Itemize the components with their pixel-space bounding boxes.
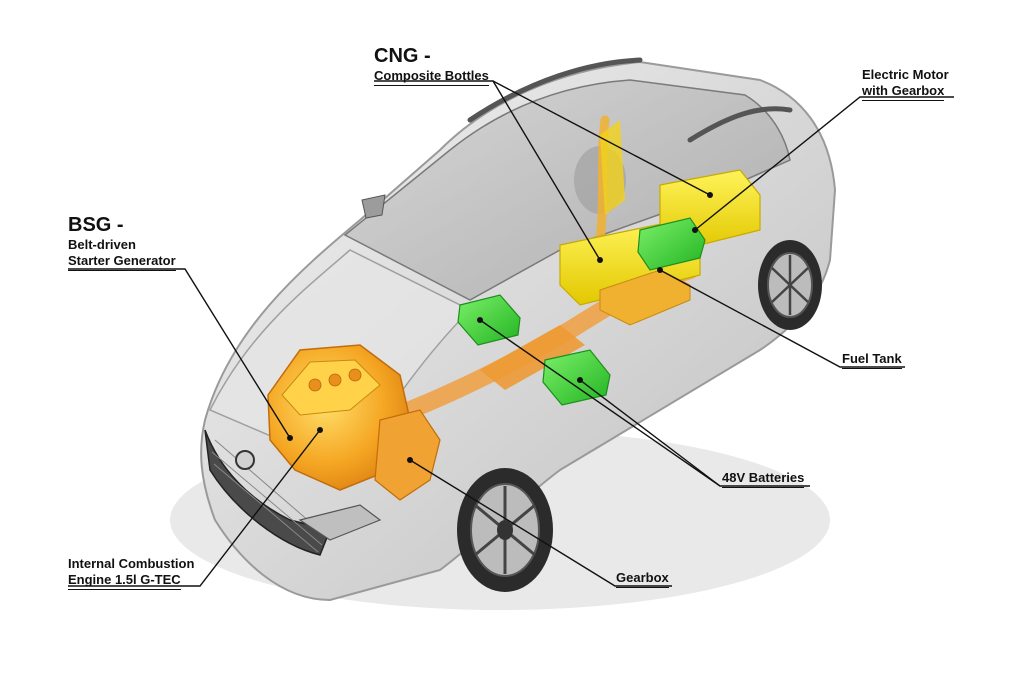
leader-dots	[287, 192, 713, 463]
label-electric-motor-line1: Electric Motor	[862, 67, 949, 82]
brand-badge	[235, 450, 255, 470]
front-wheel	[457, 468, 553, 592]
label-ice-line2: Engine 1.5l G-TEC	[68, 572, 181, 590]
leader-cng-2	[492, 80, 711, 196]
side-mirror	[361, 194, 386, 219]
label-batteries: 48V Batteries	[722, 470, 805, 488]
exhaust-muffler	[480, 325, 585, 390]
label-electric-motor-line2: with Gearbox	[862, 83, 945, 101]
battery-front	[457, 294, 521, 346]
leader-fuel-tank	[659, 269, 905, 368]
label-ice: Internal Combustion Engine 1.5l G-TEC	[68, 556, 194, 590]
label-batteries-line1: 48V Batteries	[722, 470, 805, 488]
leader-lines	[68, 80, 954, 587]
label-cng: CNG - Composite Bottles	[374, 44, 489, 86]
roof-rail-rear	[687, 106, 793, 143]
headlight	[298, 504, 382, 541]
label-cng-line1: Composite Bottles	[374, 68, 489, 86]
front-grille	[204, 429, 332, 556]
battery-rear	[542, 349, 611, 406]
leader-gearbox	[409, 459, 672, 587]
label-ice-line1: Internal Combustion	[68, 556, 195, 571]
rear-wheel	[758, 240, 822, 330]
label-electric-motor: Electric Motor with Gearbox	[862, 67, 949, 101]
combustion-engine-shape	[267, 344, 411, 491]
electric-motor-shape	[637, 217, 706, 271]
label-bsg: BSG - Belt-driven Starter Generator	[68, 213, 176, 271]
leader-batteries-2	[579, 379, 721, 487]
leader-ice	[68, 429, 321, 587]
label-fuel-tank-line1: Fuel Tank	[842, 351, 902, 369]
label-gearbox-line1: Gearbox	[616, 570, 669, 588]
leader-electric-motor	[694, 96, 954, 231]
label-bsg-line1: Belt-driven	[68, 237, 136, 252]
label-gearbox: Gearbox	[616, 570, 669, 588]
roof-rail	[467, 57, 643, 123]
leader-bsg	[68, 268, 291, 439]
label-bsg-heading: BSG -	[68, 214, 124, 236]
label-cng-heading: CNG -	[374, 45, 431, 67]
label-fuel-tank: Fuel Tank	[842, 351, 902, 369]
gearbox-shape	[374, 409, 441, 501]
label-bsg-line2: Starter Generator	[68, 253, 176, 271]
